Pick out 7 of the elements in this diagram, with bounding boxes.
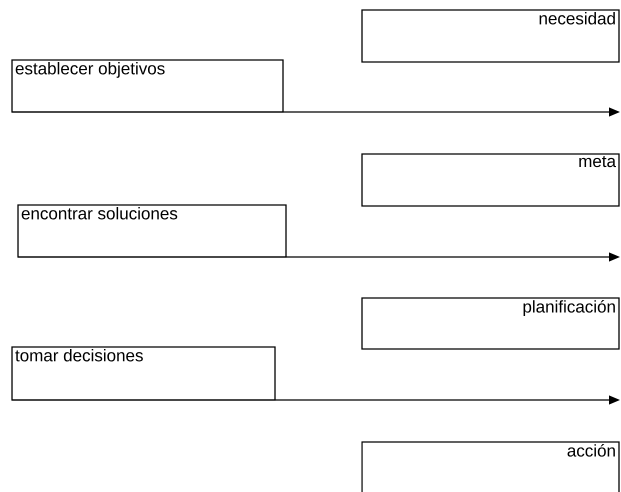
labeled-box: encontrar soluciones <box>17 204 287 258</box>
labeled-box: acción <box>361 441 620 492</box>
labeled-box: establecer objetivos <box>11 59 284 113</box>
labeled-box: meta <box>361 153 620 207</box>
labeled-box: necesidad <box>361 9 620 63</box>
labeled-box: planificación <box>361 297 620 350</box>
labeled-box: tomar decisiones <box>11 346 276 401</box>
